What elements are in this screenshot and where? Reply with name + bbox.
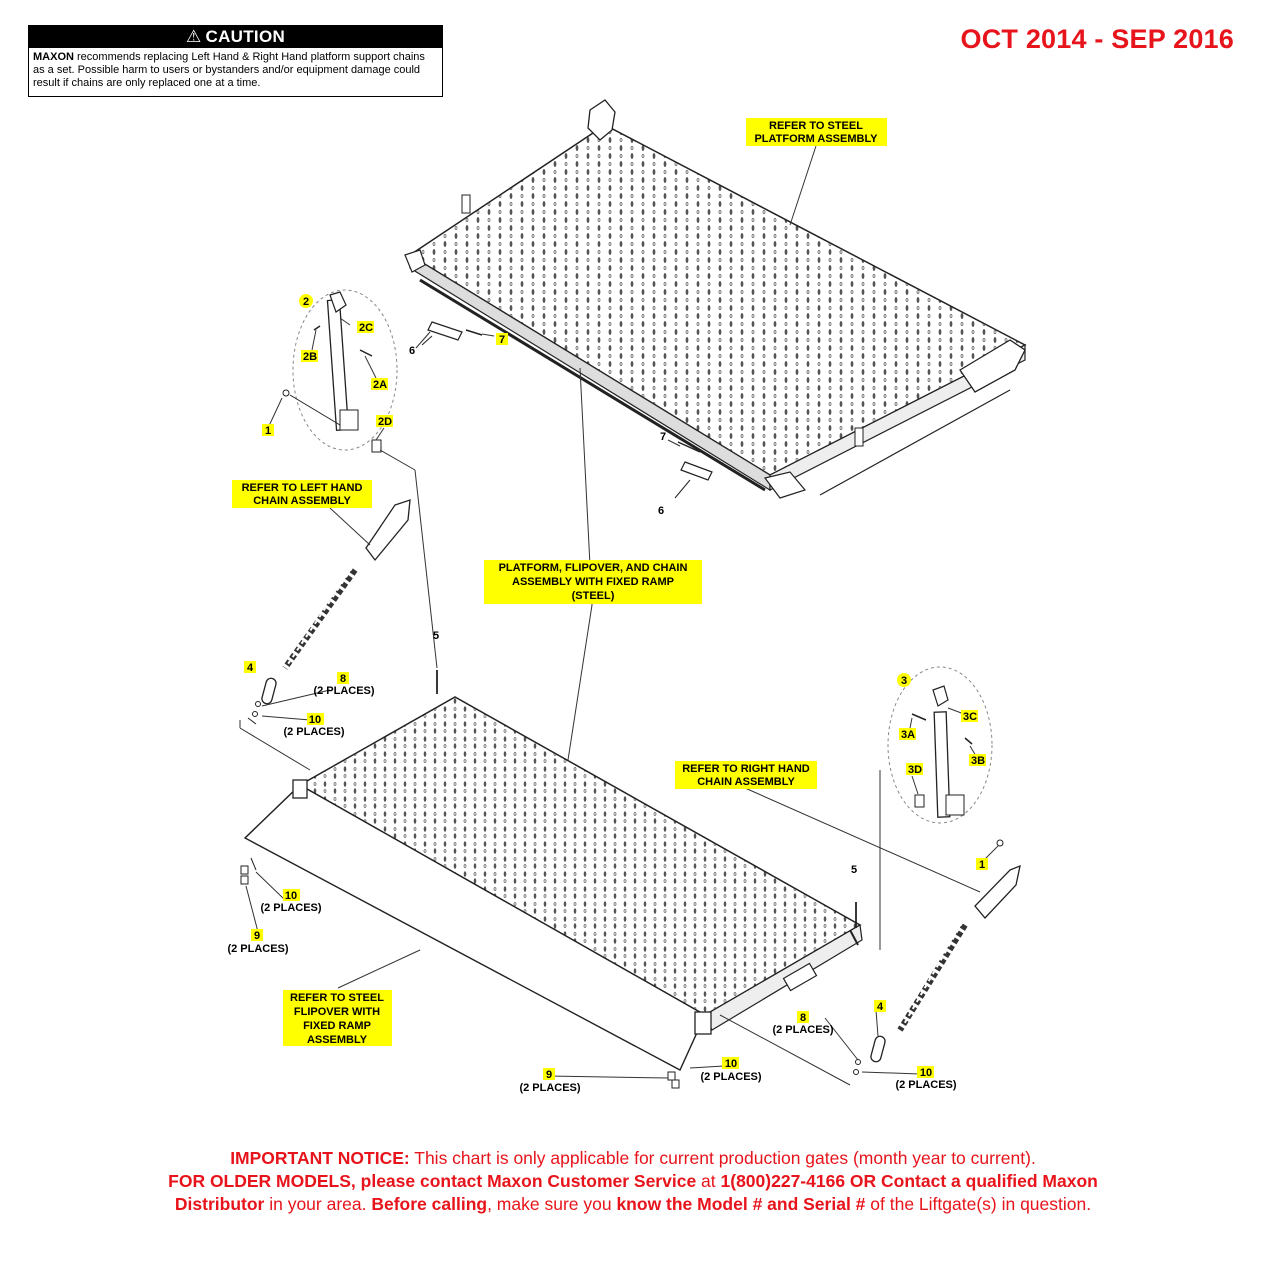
pin-7-upper	[465, 329, 483, 336]
notice-l3-bold2: Before calling	[371, 1194, 488, 1214]
notice-l3-text1: in your area.	[264, 1194, 372, 1214]
callout-steel-platform-line1: REFER TO STEEL	[769, 120, 863, 132]
detail-circle-2	[292, 289, 398, 453]
pin-1-right	[996, 839, 1004, 847]
label-3c: 3C	[963, 711, 977, 723]
label-10-right: 10	[920, 1067, 932, 1079]
callout-main-line1: PLATFORM, FLIPOVER, AND CHAIN	[499, 562, 688, 574]
label-9-ramp-places: (2 PLACES)	[227, 943, 288, 955]
callout-main-assembly: PLATFORM, FLIPOVER, AND CHAIN ASSEMBLY W…	[484, 560, 702, 604]
callout-rh-chain: REFER TO RIGHT HAND CHAIN ASSEMBLY	[675, 761, 817, 789]
important-notice: IMPORTANT NOTICE: This chart is only app…	[60, 1147, 1206, 1216]
caution-message: recommends replacing Left Hand & Right H…	[33, 51, 425, 89]
callout-flipover-line1: REFER TO STEEL	[290, 992, 384, 1004]
label-8-right-places: (2 PLACES)	[772, 1024, 833, 1036]
label-2b: 2B	[303, 351, 317, 363]
date-range: OCT 2014 - SEP 2016	[960, 24, 1234, 54]
pin-6-lower	[674, 461, 713, 499]
warning-triangle-icon: ⚠	[185, 27, 202, 46]
caution-brand: MAXON	[33, 51, 74, 63]
label-7-upper: 7	[499, 334, 505, 346]
callout-lh-line2: CHAIN ASSEMBLY	[253, 495, 351, 507]
notice-l3-text3: of the Liftgate(s) in question.	[865, 1194, 1092, 1214]
notice-line-2: FOR OLDER MODELS, please contact Maxon C…	[60, 1170, 1206, 1193]
label-2a: 2A	[373, 379, 387, 391]
label-10-bottom: 10	[725, 1058, 737, 1070]
label-10-ramp-places: (2 PLACES)	[260, 902, 321, 914]
callout-rh-line1: REFER TO RIGHT HAND	[682, 763, 810, 775]
label-10-left-places: (2 PLACES)	[283, 726, 344, 738]
label-9-ramp: 9	[254, 930, 260, 942]
label-1-right: 1	[979, 859, 985, 871]
pin-1-left	[282, 389, 341, 426]
label-3: 3	[901, 675, 907, 687]
notice-l2-bold1: FOR OLDER MODELS, please contact Maxon C…	[168, 1171, 697, 1191]
label-7-lower: 7	[660, 431, 666, 443]
notice-l2-text1: at	[696, 1171, 721, 1191]
notice-l1-text: This chart is only applicable for curren…	[409, 1148, 1036, 1168]
callout-flipover-line2: FLIPOVER WITH	[294, 1006, 380, 1018]
right-chain-assembly	[897, 864, 1021, 1032]
label-1-left: 1	[265, 425, 271, 437]
label-8-left-places: (2 PLACES)	[313, 685, 374, 697]
shackle-4-right	[870, 1035, 886, 1063]
label-3b: 3B	[971, 755, 985, 767]
hardware-8-10-right	[853, 1059, 861, 1075]
label-4-right: 4	[877, 1001, 884, 1013]
notice-line-3: Distributor in your area. Before calling…	[60, 1193, 1206, 1216]
hardware-8-10-left	[247, 701, 261, 725]
label-10-ramp: 10	[285, 890, 297, 902]
callout-rh-line2: CHAIN ASSEMBLY	[697, 776, 795, 788]
notice-l1-bold: IMPORTANT NOTICE:	[230, 1148, 410, 1168]
label-4-left: 4	[247, 662, 254, 674]
callout-steel-platform: REFER TO STEEL PLATFORM ASSEMBLY	[746, 118, 887, 146]
label-5-left: 5	[433, 630, 439, 642]
caution-heading: CAUTION	[205, 27, 286, 46]
callout-main-line3: (STEEL)	[572, 590, 615, 602]
label-5-right: 5	[851, 864, 857, 876]
callout-lh-line1: REFER TO LEFT HAND	[242, 482, 363, 494]
pin-7-lower	[677, 441, 701, 453]
pin-6-upper	[421, 321, 463, 346]
label-2d: 2D	[378, 416, 392, 428]
hardware-9-10-ramp	[240, 857, 680, 1089]
label-9-bottom-places: (2 PLACES)	[519, 1082, 580, 1094]
steel-platform	[404, 99, 1027, 499]
flipover-with-ramp	[243, 696, 863, 1071]
label-6-upper: 6	[409, 345, 415, 357]
caution-box: ⚠ CAUTION MAXON recommends replacing Lef…	[28, 25, 443, 97]
left-chain-assembly	[282, 499, 411, 670]
caution-text: MAXON recommends replacing Left Hand & R…	[29, 48, 442, 90]
notice-l3-bold3: know the Model # and Serial #	[616, 1194, 866, 1214]
callout-flipover: REFER TO STEEL FLIPOVER WITH FIXED RAMP …	[283, 990, 392, 1046]
callout-flipover-line3: FIXED RAMP	[303, 1020, 371, 1032]
notice-line-1: IMPORTANT NOTICE: This chart is only app…	[60, 1147, 1206, 1170]
callout-main-line2: ASSEMBLY WITH FIXED RAMP	[512, 576, 674, 588]
exploded-parts-diagram: REFER TO STEEL PLATFORM ASSEMBLY PLATFOR…	[227, 99, 1027, 1094]
label-3d: 3D	[908, 764, 922, 776]
caution-header: ⚠ CAUTION	[29, 26, 442, 48]
callout-flipover-line4: ASSEMBLY	[307, 1034, 368, 1046]
notice-l3-bold1: Distributor	[174, 1194, 265, 1214]
notice-l3-text2: , make sure you	[487, 1194, 617, 1214]
label-9-bottom: 9	[546, 1069, 552, 1081]
leader-lines	[239, 145, 999, 1086]
label-2: 2	[303, 296, 309, 308]
label-10-right-places: (2 PLACES)	[895, 1079, 956, 1091]
label-10-left: 10	[309, 714, 321, 726]
callout-steel-platform-line2: PLATFORM ASSEMBLY	[754, 133, 878, 145]
detail-circle-3	[887, 666, 993, 824]
label-8-right: 8	[800, 1012, 806, 1024]
part-labels: 2 2C 2B 2A 2D 1 6 7 7 6 5 4 8 (2 PLACES)…	[227, 294, 988, 1094]
label-6-lower: 6	[658, 505, 664, 517]
label-8-left: 8	[340, 673, 346, 685]
notice-l2-bold2: 1(800)227-4166 OR Contact a qualified Ma…	[720, 1171, 1098, 1191]
shackle-4-left	[261, 677, 277, 705]
label-3a: 3A	[901, 729, 915, 741]
callout-lh-chain: REFER TO LEFT HAND CHAIN ASSEMBLY	[232, 480, 372, 508]
label-10-bottom-places: (2 PLACES)	[700, 1071, 761, 1083]
label-2c: 2C	[359, 322, 373, 334]
